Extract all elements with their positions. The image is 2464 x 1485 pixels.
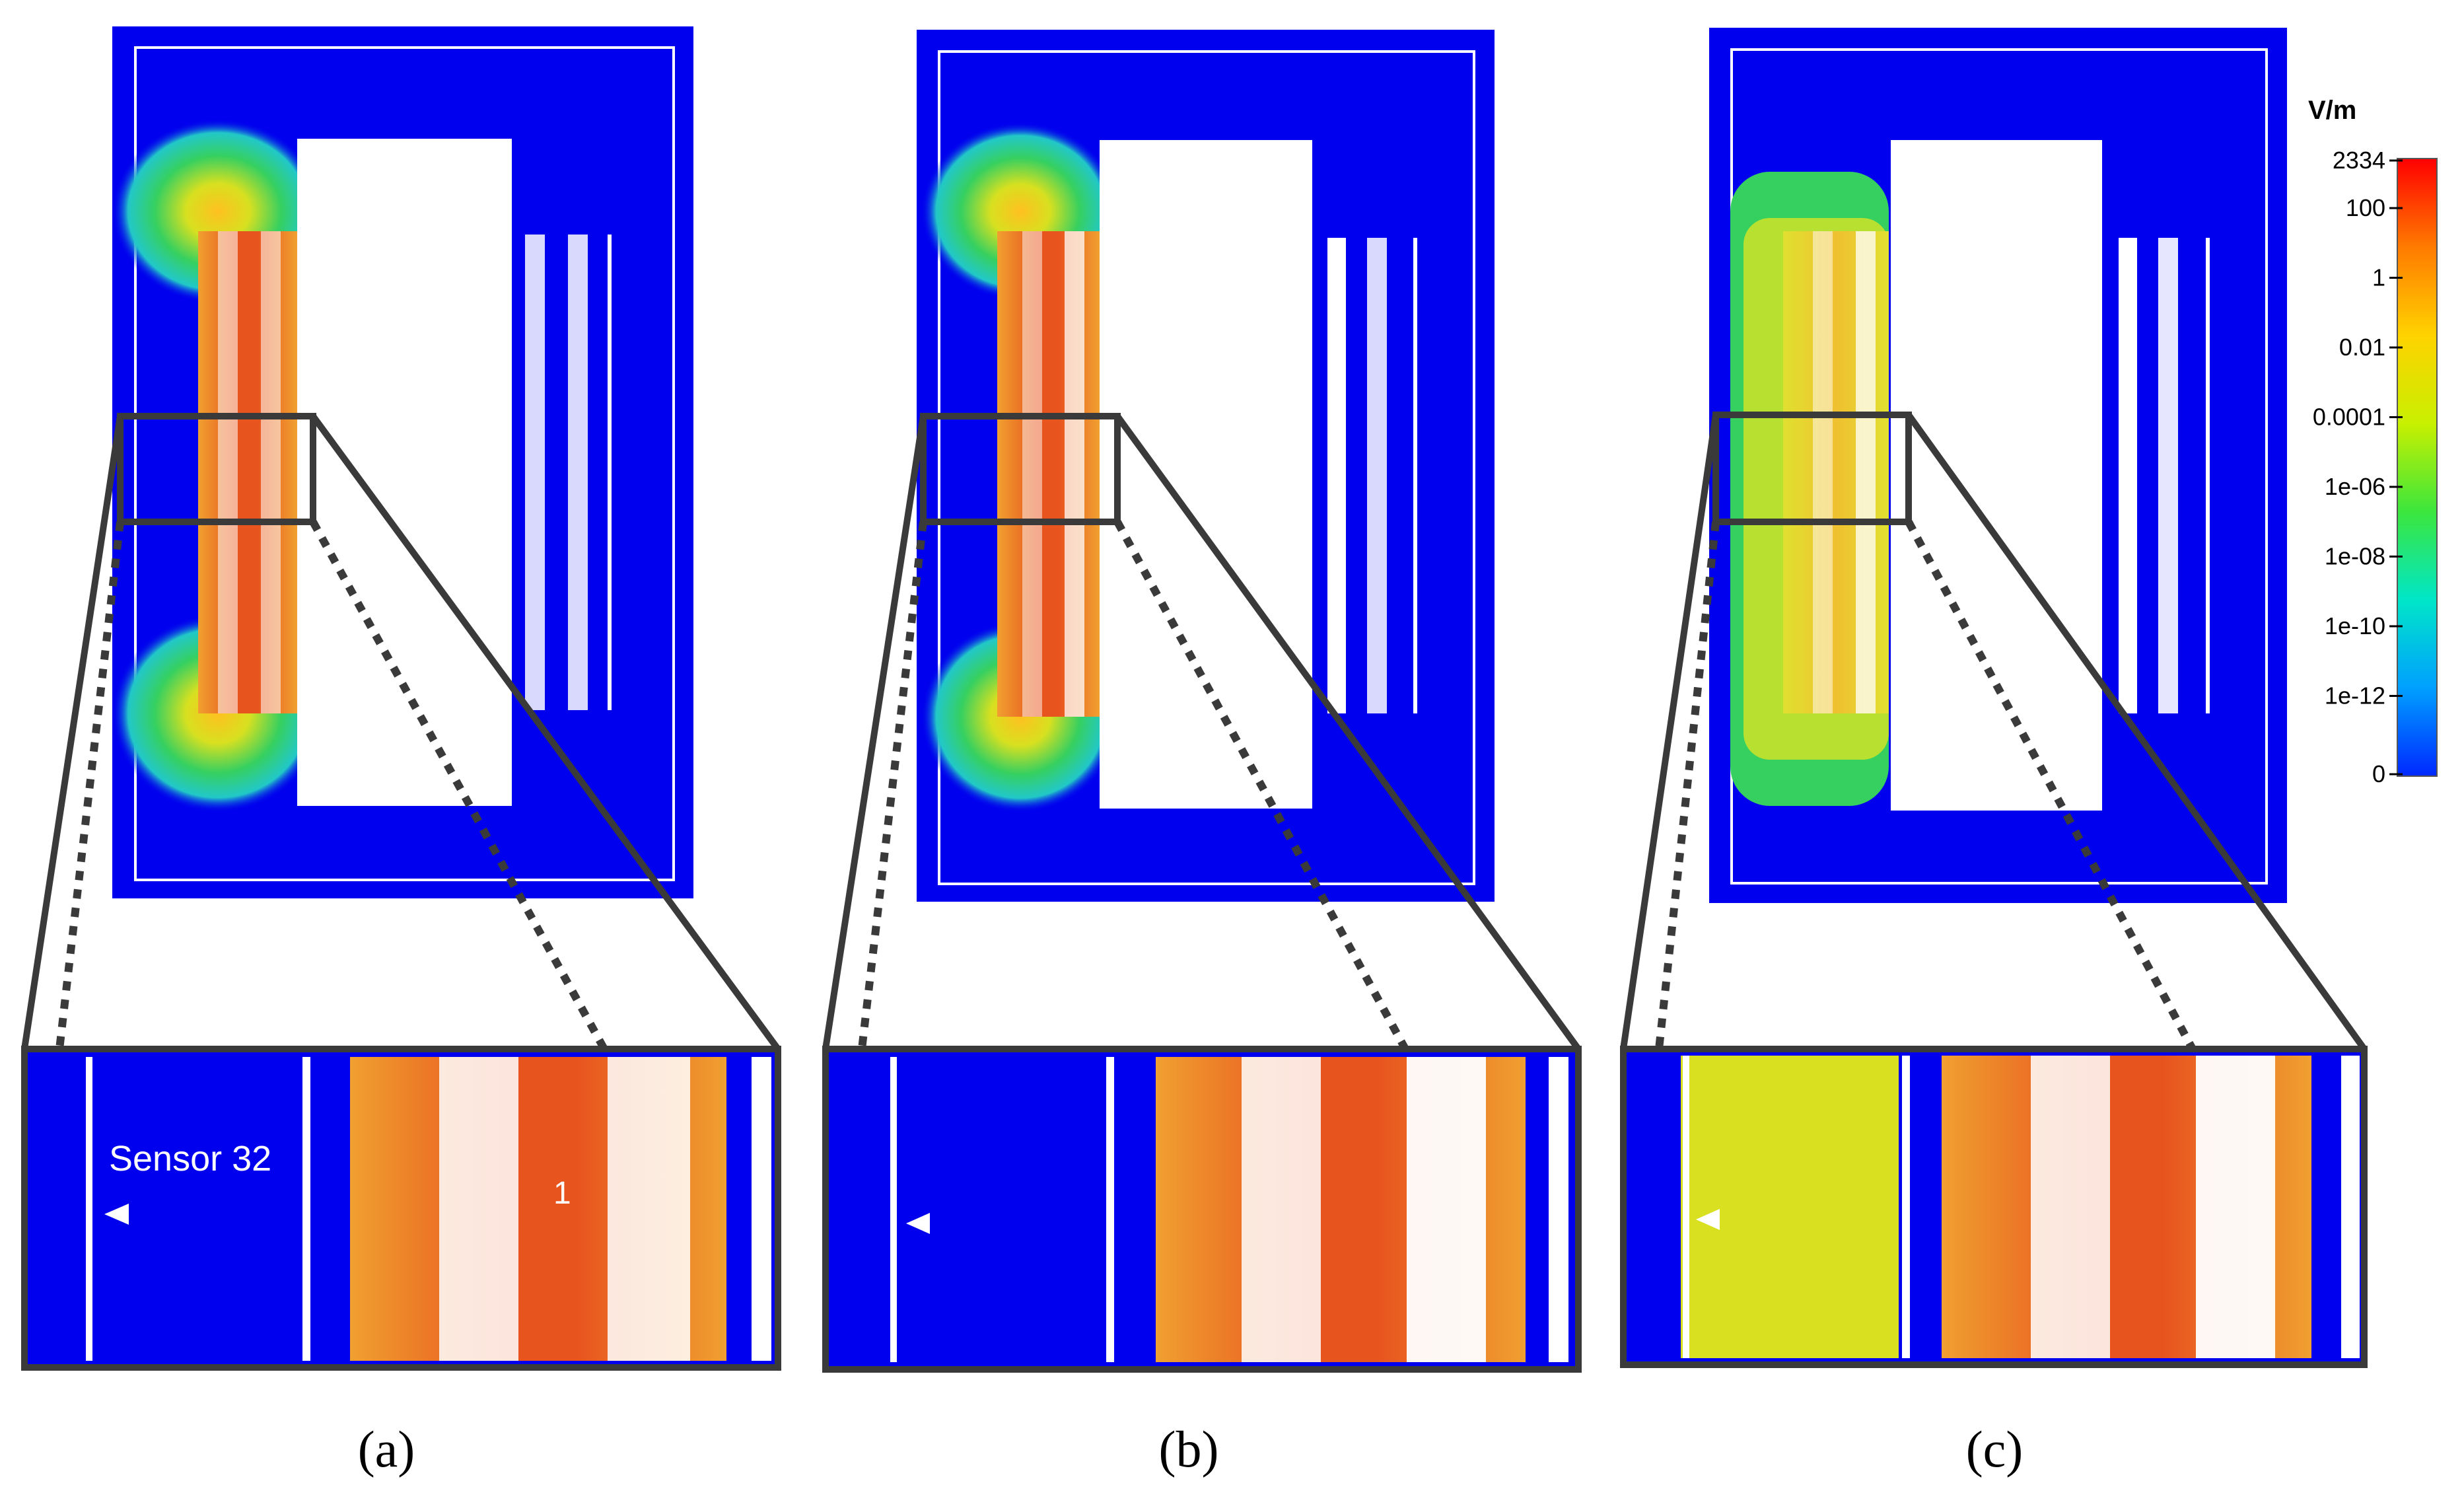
colorbar-tick-label: 1 [2372,264,2385,291]
zoom-line-right [310,414,781,1051]
sensor-marker-icon [104,1204,129,1225]
electrode-left-b [1856,231,1876,713]
panel-b-caption: (b) [1159,1420,1219,1478]
inset-field-low [1681,1056,1899,1358]
inset-line [890,1057,897,1362]
electrode-left-a [218,231,238,713]
zoom-dots-left [55,521,124,1050]
colorbar-ticks: 2334 100 1 0.01 0.0001 1e-06 1e-08 1e-10 1e-12 0 [2313,147,2403,787]
inset-line [302,1057,310,1361]
panel-c-caption: (c) [1966,1420,2024,1478]
inset-comb [608,1057,690,1361]
inset-comb [2196,1056,2275,1358]
sensor-label: Sensor 32 [109,1139,271,1178]
electrode-right-a [2119,238,2137,713]
electrode-right-a [1327,238,1346,713]
inset-frame [822,1046,1582,1373]
inset-b [822,1046,1582,1373]
zoom-box [117,413,316,525]
zoom-box [920,413,1121,525]
center-cutout [1100,140,1312,809]
colorbar-tick-label: 0 [2372,760,2385,787]
colorbar-tick-label: 100 [2346,194,2385,221]
zoom-dots-left [1655,521,1720,1050]
inset-c [1620,1046,2368,1368]
sensor-marker-icon [1696,1209,1720,1230]
colorbar: V/m 2334 100 1 0.01 0.0001 1e-06 1e-08 1e-10 1e-… [2308,96,2438,787]
field-strip [198,231,297,713]
electrode-right-b [568,235,588,710]
zoom-dots-right [1113,520,1409,1051]
outer-outline [938,50,1475,885]
colorbar-tick-label: 2334 [2333,147,2385,174]
zoom-line-right [1114,414,1582,1051]
panel-a: Sensor 32 1 (a) [21,26,781,1478]
electrode-right-b [1367,238,1387,713]
panel-b: (b) [822,30,1582,1478]
colorbar-tick-label: 1e-08 [2325,543,2385,570]
inset-frame [1620,1046,2368,1368]
inset-line [1549,1057,1568,1362]
zoom-dots-right [1905,520,2197,1051]
inset-comb [2031,1056,2110,1358]
sensor-marker-icon [906,1213,930,1234]
panel-a-caption: (a) [358,1420,415,1478]
colorbar-tick-label: 1e-12 [2325,682,2385,709]
inset-frame [21,1046,781,1371]
outer-outline [134,46,675,881]
inset-line [1683,1056,1689,1358]
center-cutout [1891,140,2102,811]
electrode-right-c [1413,238,1417,713]
electrode-right-b [2158,238,2178,713]
zoom-dots-left [858,521,927,1050]
inset-a: Sensor 32 1 [21,1046,781,1371]
panel-c: (c) [1620,28,2368,1478]
colorbar-unit: V/m [2308,96,2356,125]
colorbar-tick-label: 0.01 [2339,334,2385,361]
colorbar-tick-label: 0.0001 [2313,404,2385,431]
inset-comb [1407,1057,1486,1362]
electrode-left-b [261,231,281,713]
zoom-dots-right [309,520,608,1051]
inset-comb [1242,1057,1321,1362]
electrode-left-b [1065,231,1084,717]
electrode-right-a [525,235,545,710]
center-cutout [297,139,512,806]
zoom-box [1712,412,1912,525]
inset-line [1106,1057,1114,1362]
zoom-line-left [1620,414,1719,1050]
colorbar-bar [2397,158,2438,777]
colorbar-tick-label: 1e-10 [2325,612,2385,639]
inset-line [2341,1056,2360,1358]
zoom-line-left [822,416,927,1050]
marker-label: 1 [553,1176,571,1211]
inset-line [1902,1056,1910,1358]
electrode-right-c [608,235,612,710]
zoom-line-right [1905,413,2368,1051]
electrode-left-a [1022,231,1042,717]
electrode-left-a [1813,231,1833,713]
colorbar-tick-label: 1e-06 [2325,473,2385,500]
inset-comb [439,1057,518,1361]
inset-line [86,1057,92,1361]
inset-line [752,1057,771,1361]
electrode-right-c [2206,238,2210,713]
zoom-line-left [21,416,123,1050]
